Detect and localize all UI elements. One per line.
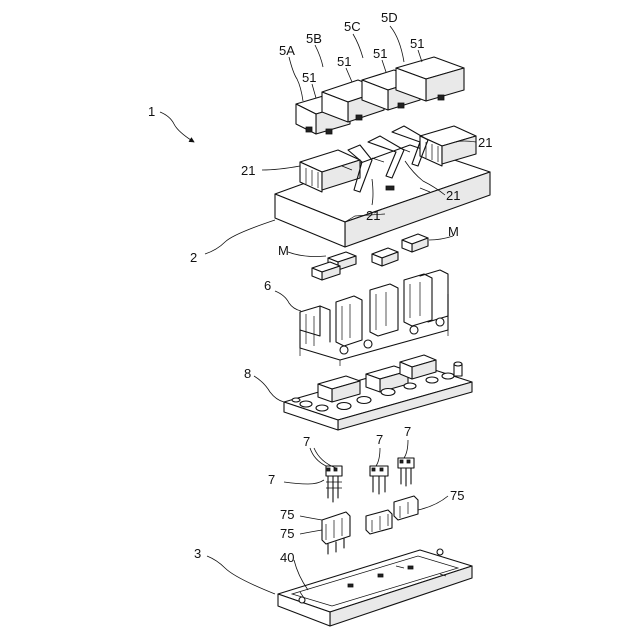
label-8: 8 xyxy=(244,366,251,381)
label-21-d: 21 xyxy=(478,135,492,150)
terminals-7 xyxy=(326,458,414,502)
label-6: 6 xyxy=(264,278,271,293)
label-21-b: 21 xyxy=(366,208,380,223)
label-51-d: 51 xyxy=(410,36,424,51)
label-5C: 5C xyxy=(344,19,361,34)
label-51-c: 51 xyxy=(373,46,387,61)
label-75-c: 75 xyxy=(450,488,464,503)
connectors-75 xyxy=(322,496,418,554)
label-75-a: 75 xyxy=(280,507,294,522)
frame-6 xyxy=(300,270,448,366)
label-21-a: 21 xyxy=(241,163,255,178)
label-M-b: M xyxy=(448,224,459,239)
label-51-a: 51 xyxy=(302,70,316,85)
label-5A: 5A xyxy=(279,43,295,58)
label-3: 3 xyxy=(194,546,201,561)
label-2: 2 xyxy=(190,250,197,265)
label-51-b: 51 xyxy=(337,54,351,69)
label-7-c: 7 xyxy=(404,424,411,439)
label-21-c: 21 xyxy=(446,188,460,203)
label-1: 1 xyxy=(148,104,155,119)
label-M-a: M xyxy=(278,243,289,258)
label-40: 40 xyxy=(280,550,294,565)
label-7-a: 7 xyxy=(303,434,310,449)
tray-3 xyxy=(278,549,472,626)
label-5D: 5D xyxy=(381,10,398,25)
label-75-b: 75 xyxy=(280,526,294,541)
label-7-d: 7 xyxy=(268,472,275,487)
board-8 xyxy=(284,355,472,430)
label-5B: 5B xyxy=(306,31,322,46)
label-7-b: 7 xyxy=(376,432,383,447)
